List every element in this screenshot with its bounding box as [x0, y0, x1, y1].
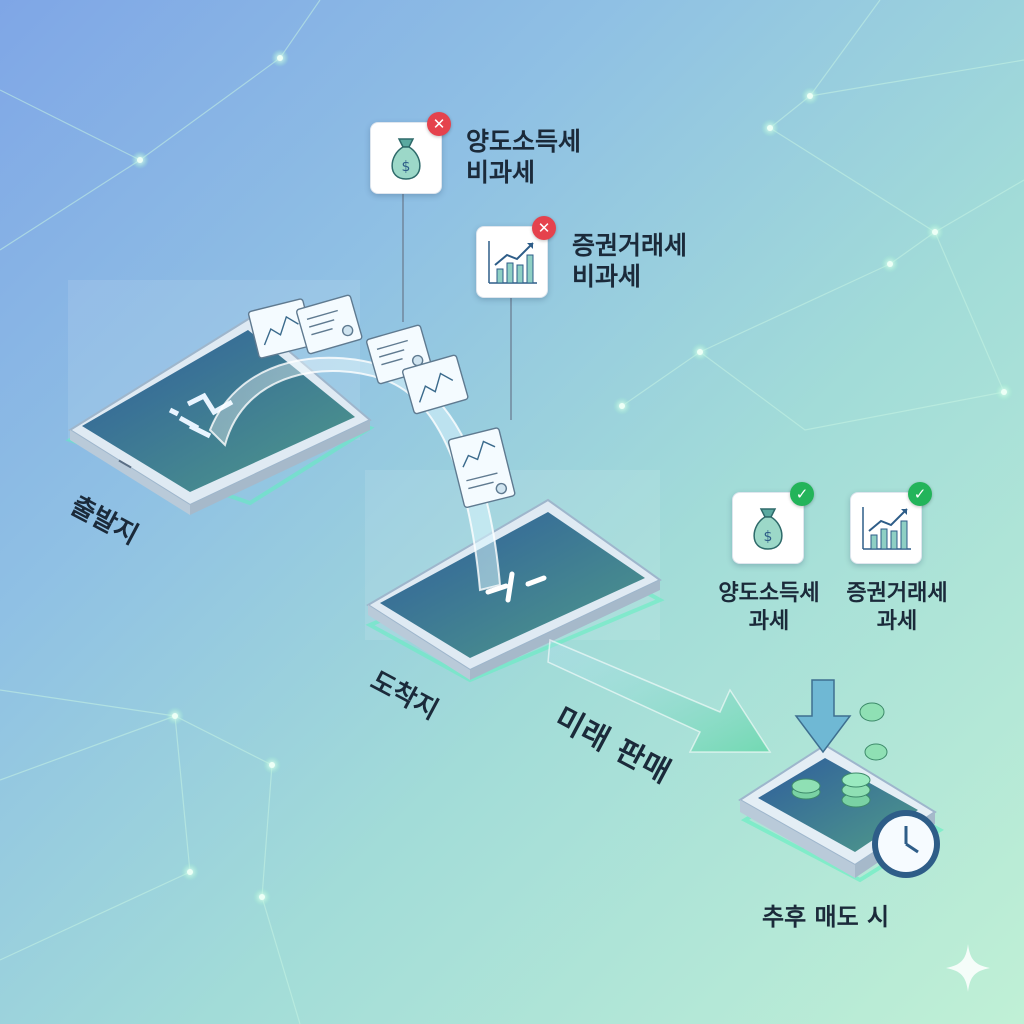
- chart-growth-icon: [851, 493, 921, 563]
- svg-text:$: $: [764, 529, 773, 545]
- svg-text:$: $: [402, 159, 411, 175]
- future-sale-caption: 추후 매도 시: [762, 902, 889, 932]
- future-capital-gains-tax-line1: 양도소득세: [706, 580, 832, 608]
- down-arrow-icon: [796, 680, 850, 752]
- check-icon: ✓: [908, 482, 932, 506]
- capital-gains-tax-line2: 비과세: [466, 157, 581, 188]
- x-mark-icon: ✕: [532, 216, 556, 240]
- money-bag-icon: $: [371, 123, 441, 193]
- capital-gains-tax-line1: 양도소득세: [466, 126, 581, 157]
- capital-gains-tax-label: 양도소득세 비과세: [466, 126, 581, 189]
- securities-tax-label: 증권거래세 비과세: [572, 230, 687, 293]
- future-capital-gains-tax-label: 양도소득세 과세: [706, 580, 832, 635]
- sparkle-icon: [946, 944, 990, 992]
- future-securities-tax-label: 증권거래세 과세: [830, 580, 964, 635]
- money-bag-icon: $: [733, 493, 803, 563]
- future-securities-tax-line1: 증권거래세: [830, 580, 964, 608]
- clock-icon: [872, 810, 940, 878]
- check-icon: ✓: [790, 482, 814, 506]
- securities-tax-line2: 비과세: [572, 261, 687, 292]
- securities-tax-line1: 증권거래세: [572, 230, 687, 261]
- x-mark-icon: ✕: [427, 112, 451, 136]
- future-securities-tax-line2: 과세: [830, 608, 964, 636]
- future-capital-gains-tax-line2: 과세: [706, 608, 832, 636]
